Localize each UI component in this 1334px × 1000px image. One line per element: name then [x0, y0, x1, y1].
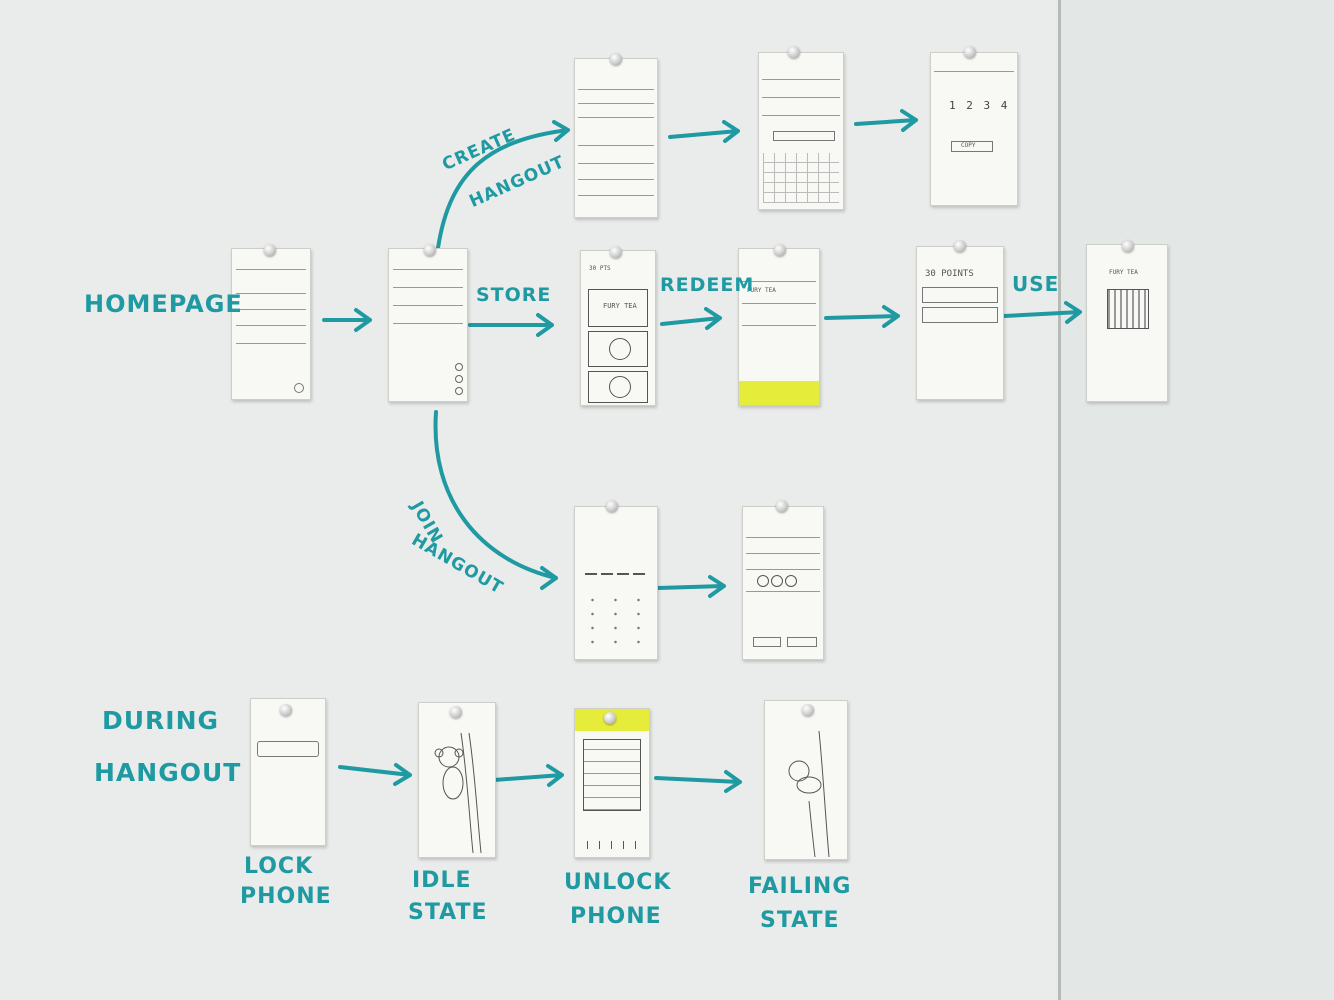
store-tile-2 — [588, 331, 648, 367]
arrow-lock-to-idle — [338, 763, 412, 786]
screen-wallet: 30 POINTS — [916, 246, 1004, 400]
screen-failing-state — [764, 700, 848, 860]
arrow-store — [468, 313, 554, 337]
label-during: DURING — [102, 706, 220, 735]
screen-idle-state — [418, 702, 496, 858]
label-during-hangout: HANGOUT — [94, 758, 242, 787]
label-store: STORE — [476, 284, 552, 306]
screen-join-keypad — [574, 506, 658, 660]
copy-button: COPY — [961, 142, 976, 149]
arrow-join-2 — [656, 575, 726, 598]
screen-lock-phone — [250, 698, 326, 846]
screen-create-hangout-calendar — [758, 52, 844, 210]
screen-redeem: FURY TEA — [738, 248, 820, 406]
screen-hangout-main — [388, 248, 468, 402]
points-header: 30 PTS — [589, 265, 611, 272]
board-seam — [1058, 0, 1061, 1000]
arrow-unlock-to-fail — [654, 770, 742, 793]
screen-store: 30 PTS FURY TEA — [580, 250, 656, 406]
label-failing: FAILING — [748, 874, 852, 899]
sticky-note-redeem — [739, 381, 819, 405]
screen-homepage — [231, 248, 311, 400]
arrow-create-2 — [668, 120, 740, 143]
store-tile-fury-tea: FURY TEA — [588, 289, 648, 327]
board-right-panel — [1061, 0, 1334, 1000]
arrow-join-curve — [433, 410, 558, 590]
screen-create-hangout-form — [574, 58, 658, 218]
arrow-redeem — [660, 307, 722, 330]
store-tile-3 — [588, 371, 648, 403]
label-unlock-phone: PHONE — [570, 904, 662, 929]
arrow-use — [1002, 301, 1082, 324]
arrow-create-3 — [854, 109, 918, 132]
hangout-code-digits: 1 2 3 4 — [949, 99, 1010, 112]
arrow-create-curve — [436, 120, 570, 250]
screen-hangout-code: 1 2 3 4 COPY — [930, 52, 1018, 206]
label-idle: IDLE — [412, 868, 472, 893]
label-unlock: UNLOCK — [564, 870, 672, 895]
label-lock-phone: PHONE — [240, 884, 332, 909]
redeem-brand: FURY TEA — [747, 287, 776, 294]
label-redeem: REDEEM — [660, 274, 755, 296]
arrow-home-to-main — [322, 308, 372, 332]
arrow-idle-to-unlock — [492, 764, 564, 787]
wallet-points: 30 POINTS — [925, 269, 974, 279]
label-lock: LOCK — [244, 854, 314, 879]
use-brand: FURY TEA — [1109, 269, 1138, 276]
label-idle-state: STATE — [408, 900, 488, 925]
label-failing-state: STATE — [760, 908, 840, 933]
arrow-redeem-2 — [824, 305, 900, 328]
label-homepage: HOMEPAGE — [84, 290, 243, 318]
screen-unlock-phone — [574, 708, 650, 858]
screen-join-details — [742, 506, 824, 660]
label-use: USE — [1012, 272, 1060, 296]
screen-use-reward: FURY TEA — [1086, 244, 1168, 402]
